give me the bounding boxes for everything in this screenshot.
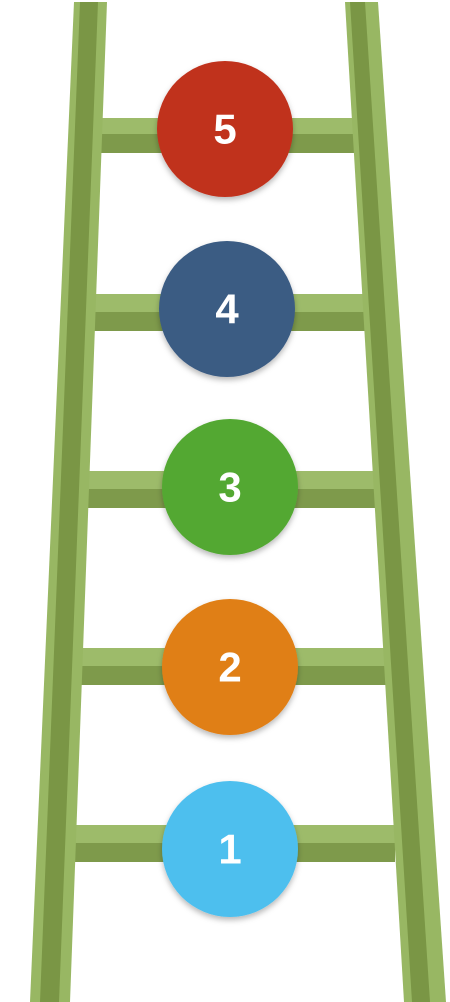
step-number: 2 — [218, 644, 241, 691]
step-circles: 5 4 3 2 1 — [157, 61, 298, 917]
step-5-circle: 5 — [157, 61, 293, 197]
right-rail — [345, 2, 446, 1002]
left-rail — [30, 2, 107, 1002]
step-number: 4 — [215, 286, 239, 333]
step-1-circle: 1 — [162, 781, 298, 917]
step-number: 5 — [213, 106, 236, 153]
step-4-circle: 4 — [159, 241, 295, 377]
step-2-circle: 2 — [162, 599, 298, 735]
step-number: 1 — [218, 826, 241, 873]
step-number: 3 — [218, 464, 241, 511]
step-3-circle: 3 — [162, 419, 298, 555]
